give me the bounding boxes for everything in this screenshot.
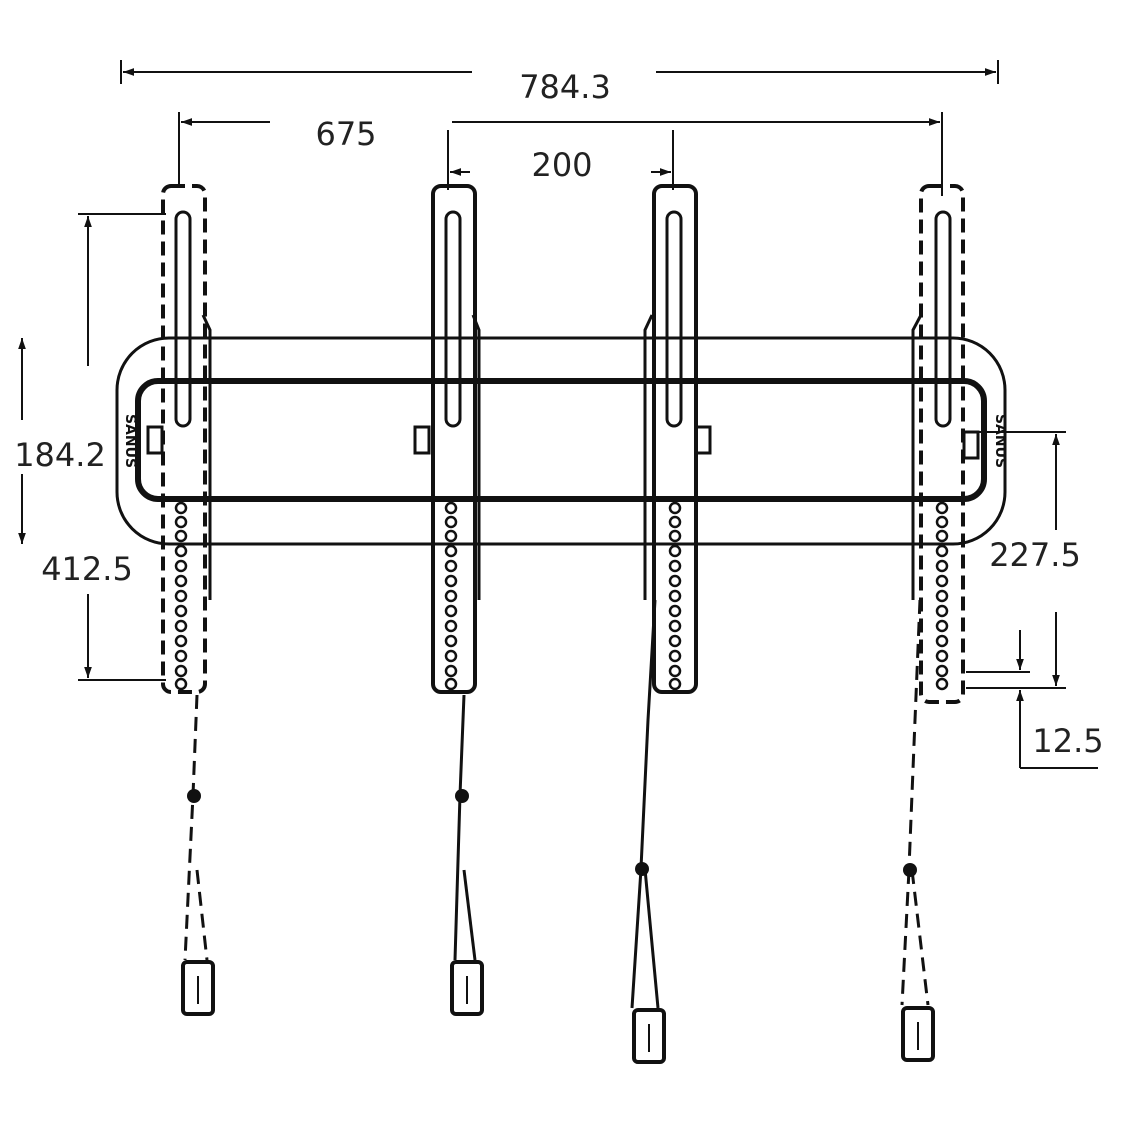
dim-label-rail-height: 184.2 (14, 436, 106, 474)
dim-label-arm-below-rail: 412.5 (41, 550, 133, 588)
arm-holes (174, 501, 188, 691)
dimension-overall-width: 784.3 (120, 60, 999, 106)
mounting-arm-center-right (630, 184, 698, 1064)
dimension-rail-height: 184.2 (14, 338, 106, 544)
upper-rail (135, 378, 987, 502)
dimension-arm-bottom-offset: 12.5 (966, 630, 1104, 769)
arm-holes (668, 501, 682, 691)
dimension-arm-below-rail: 412.5 (41, 213, 166, 681)
brand-mark-right: SANUS (992, 414, 1008, 468)
dim-label-outer-arm-span: 675 (315, 115, 376, 153)
mounting-arm-left (161, 184, 215, 1016)
dim-label-inner-arm-span: 200 (531, 146, 592, 184)
dim-label-right-drop: 227.5 (989, 536, 1081, 574)
dimension-right-drop: 227.5 (966, 431, 1081, 689)
wall-plate-outline (115, 336, 1007, 546)
arm-holes (935, 501, 949, 691)
dim-label-overall-width: 784.3 (519, 68, 611, 106)
dimension-outer-arm-span: 675 (178, 112, 943, 196)
mounting-arm-center-left (431, 184, 484, 1016)
pull-tab-center-right (632, 1008, 666, 1064)
dim-label-arm-bottom-offset: 12.5 (1032, 722, 1103, 760)
dimension-inner-arm-span: 200 (447, 130, 674, 190)
wall-plate: SANUS SANUS (115, 336, 1008, 546)
pull-tab-center-left (450, 960, 484, 1016)
arm-holes (444, 501, 458, 691)
pull-tab-left (181, 960, 215, 1016)
brand-mark-left: SANUS (122, 414, 138, 468)
pull-tab-right (901, 1006, 935, 1062)
mounting-arm-right (900, 184, 965, 1062)
